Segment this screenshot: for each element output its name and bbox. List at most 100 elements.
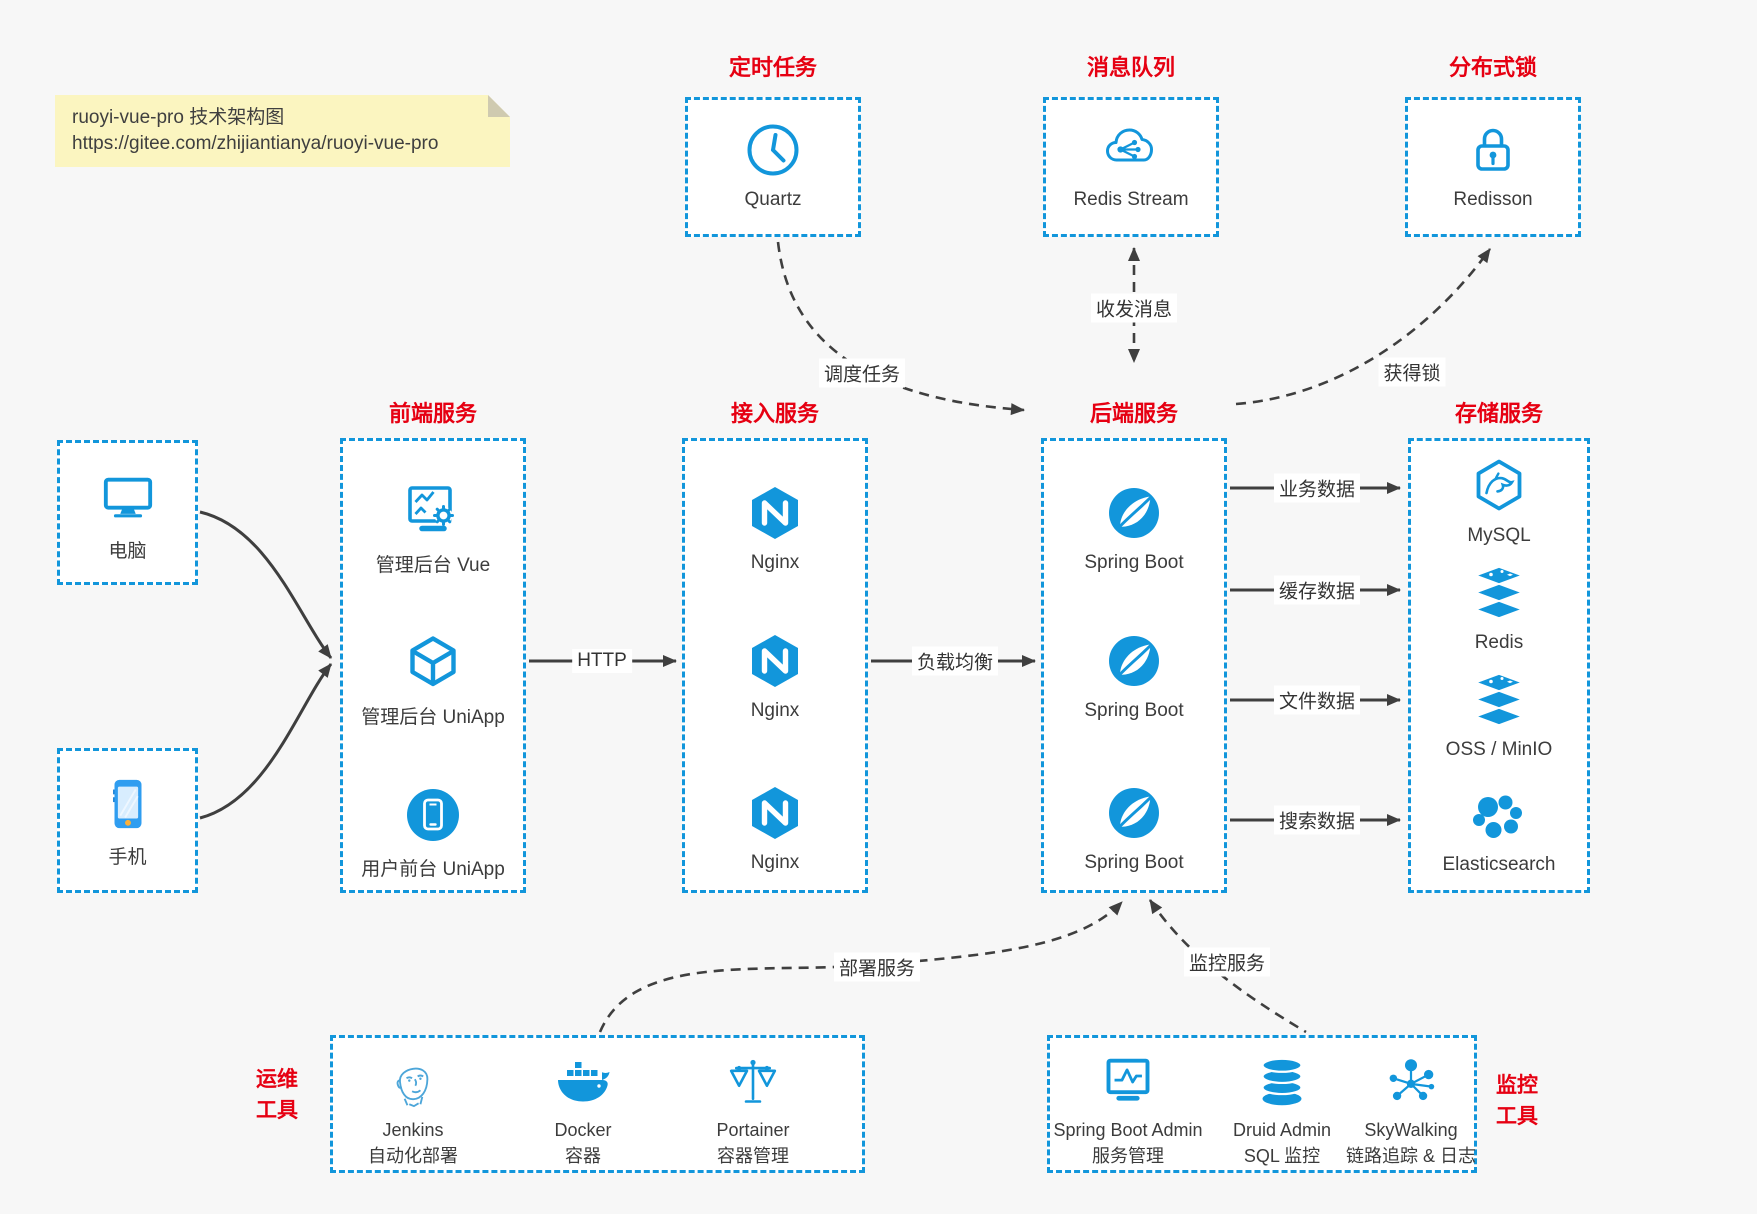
title-storage: 存储服务 (1454, 401, 1544, 426)
elasticsearch-icon (1473, 795, 1522, 838)
sticky-note: ruoyi-vue-pro 技术架构图 https://gitee.com/zh… (55, 95, 510, 167)
admin-uniapp-item: 管理后台 UniApp (343, 635, 523, 729)
edge-label-deploy: 部署服务 (833, 952, 921, 982)
spring-boot-icon (1109, 636, 1159, 686)
box-backend-services: Spring Boot Spring Boot Spring Boot (1041, 438, 1227, 893)
edge-label-load-balance: 负载均衡 (911, 646, 999, 676)
quartz-item: Quartz (688, 122, 858, 211)
spring-boot-item: Spring Boot (1044, 485, 1224, 574)
admin-vue-icon (408, 486, 454, 532)
admin-vue-item: 管理后台 Vue (343, 483, 523, 577)
docker-item: Docker 容器 (488, 1056, 678, 1169)
title-distributed-lock: 分布式锁 (1448, 55, 1538, 80)
redis-item: Redis (1411, 565, 1587, 654)
nginx-icon (752, 635, 798, 687)
spring-boot-admin-sublabel: 服务管理 (1092, 1146, 1164, 1166)
skywalking-label: SkyWalking (1364, 1120, 1458, 1140)
smartphone-icon (112, 779, 141, 829)
nginx-item: Nginx (685, 785, 865, 874)
spring-boot-label: Spring Boot (1084, 852, 1184, 873)
box-storage-services: MySQL Redis OSS / MinIO (1408, 438, 1590, 893)
user-uniapp-label: 用户前台 UniApp (361, 859, 505, 880)
nginx-label: Nginx (750, 852, 800, 873)
box-client-phone: 手机 (57, 748, 198, 893)
nginx-icon (752, 787, 798, 839)
phone-label: 手机 (108, 847, 147, 868)
jenkins-label: Jenkins (382, 1120, 444, 1140)
user-uniapp-item: 用户前台 UniApp (343, 787, 523, 881)
spring-boot-item: Spring Boot (1044, 785, 1224, 874)
quartz-label: Quartz (744, 189, 802, 210)
oss-minio-item: OSS / MinIO (1411, 672, 1587, 761)
box-scheduled-tasks: Quartz (685, 97, 861, 237)
edge-schedule (776, 241, 1025, 416)
box-monitoring-tools: Spring Boot Admin 服务管理 Druid Admin SQL 监… (1047, 1035, 1477, 1173)
title-ops-tools: 运维 工具 (256, 1068, 298, 1122)
box-client-pc: 电脑 (57, 440, 198, 585)
note-url: https://gitee.com/zhijiantianya/ruoyi-vu… (72, 133, 439, 154)
spring-boot-icon (1109, 788, 1159, 838)
spring-boot-icon (1109, 488, 1159, 538)
edge-label-http: HTTP (572, 649, 632, 673)
spring-boot-label: Spring Boot (1084, 700, 1184, 721)
edge-label-message: 收发消息 (1090, 293, 1178, 323)
box-distributed-lock: Redisson (1405, 97, 1581, 237)
edge-label-search-data: 搜索数据 (1273, 805, 1361, 835)
skywalking-item: SkyWalking 链路追踪 & 日志 (1316, 1056, 1506, 1169)
title-backend: 后端服务 (1089, 401, 1179, 426)
edge-label-schedule: 调度任务 (818, 358, 906, 388)
edge-phone-to-frontend (199, 663, 333, 820)
box-gateway-services: Nginx Nginx Nginx (682, 438, 868, 893)
edge-label-cache-data: 缓存数据 (1273, 575, 1361, 605)
spring-boot-admin-label: Spring Boot Admin (1053, 1120, 1203, 1140)
druid-label: Druid Admin (1232, 1120, 1332, 1140)
portainer-label: Portainer (716, 1120, 790, 1140)
docker-icon (558, 1062, 610, 1102)
druid-sublabel: SQL 监控 (1243, 1146, 1321, 1166)
box-ops-tools: Jenkins 自动化部署 Docker 容器 (330, 1035, 865, 1173)
portainer-sublabel: 容器管理 (717, 1146, 789, 1166)
redis-label: Redis (1474, 632, 1524, 653)
druid-item: Druid Admin SQL 监控 (1187, 1056, 1377, 1169)
portainer-item: Portainer 容器管理 (658, 1056, 848, 1169)
mysql-item: MySQL (1411, 458, 1587, 547)
mysql-icon (1476, 459, 1522, 511)
spring-boot-item: Spring Boot (1044, 633, 1224, 722)
oss-minio-label: OSS / MinIO (1445, 739, 1553, 760)
title-frontend: 前端服务 (388, 401, 478, 426)
lock-icon (1476, 128, 1510, 171)
portainer-icon (729, 1059, 777, 1103)
phone-item: 手机 (60, 777, 195, 869)
edge-label-monitor: 监控服务 (1183, 947, 1271, 977)
skywalking-sublabel: 链路追踪 & 日志 (1345, 1146, 1476, 1166)
note-title: ruoyi-vue-pro 技术架构图 (72, 107, 285, 128)
nginx-label: Nginx (750, 700, 800, 721)
redisson-label: Redisson (1453, 189, 1533, 210)
desktop-icon (103, 477, 152, 518)
box-message-queue: Redis Stream (1043, 97, 1219, 237)
elasticsearch-item: Elasticsearch (1411, 793, 1587, 876)
redisson-item: Redisson (1408, 122, 1578, 211)
jenkins-sublabel: 自动化部署 (368, 1146, 458, 1166)
skywalking-icon (1389, 1059, 1435, 1101)
jenkins-icon (396, 1067, 429, 1108)
jenkins-item: Jenkins 自动化部署 (318, 1056, 508, 1169)
redis-stream-item: Redis Stream (1046, 122, 1216, 211)
cloud-share-icon (1106, 128, 1153, 162)
docker-sublabel: 容器 (565, 1146, 601, 1166)
redis-stack-icon (1473, 673, 1525, 726)
pc-item: 电脑 (60, 471, 195, 563)
docker-label: Docker (554, 1120, 612, 1140)
edge-label-lock: 获得锁 (1378, 357, 1446, 387)
box-frontend-services: 管理后台 Vue 管理后台 UniApp 用户前台 UniApp (340, 438, 526, 893)
admin-vue-label: 管理后台 Vue (375, 555, 491, 576)
spring-boot-admin-icon (1106, 1058, 1150, 1101)
pc-label: 电脑 (108, 541, 147, 562)
druid-icon (1261, 1057, 1303, 1106)
edge-lock (1235, 248, 1492, 406)
elasticsearch-label: Elasticsearch (1442, 854, 1556, 875)
title-gateway: 接入服务 (730, 401, 820, 426)
edge-pc-to-frontend (199, 510, 333, 659)
edge-monitor (1148, 899, 1307, 1034)
